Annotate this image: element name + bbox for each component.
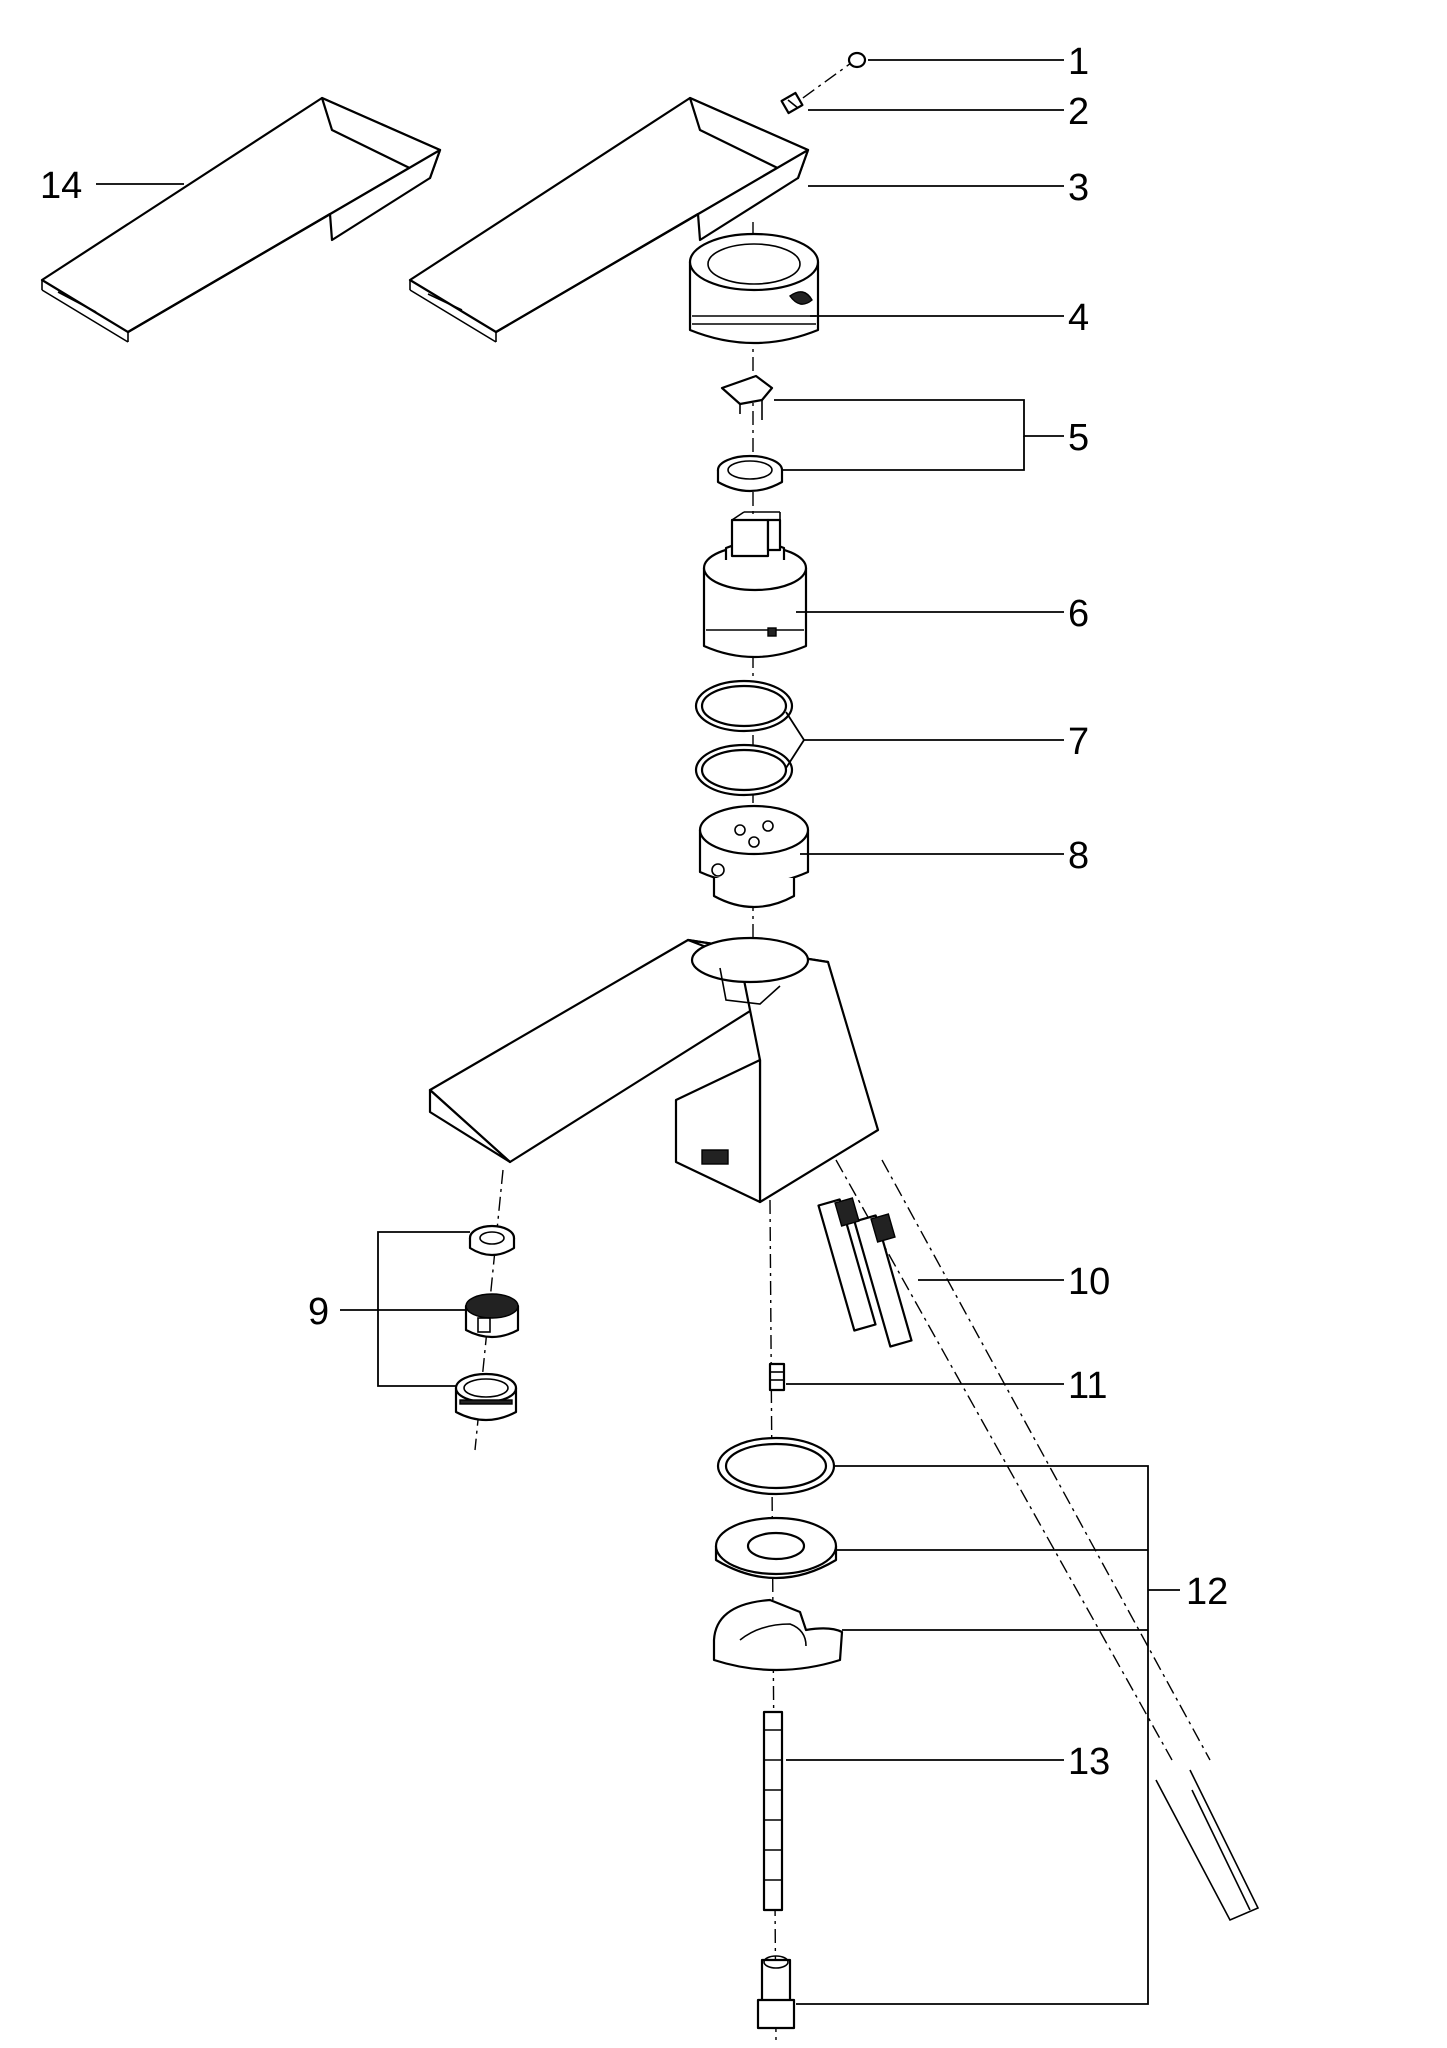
callout-9: 9 (308, 1291, 329, 1333)
part-4-cover-sleeve (688, 232, 820, 345)
part-7-o-rings (694, 679, 794, 797)
callout-5: 5 (1068, 417, 1089, 459)
part-12-mounting-set (712, 1436, 844, 1672)
mixer-body (428, 936, 880, 1204)
callout-11: 11 (1068, 1365, 1107, 1407)
part-3-lever-handle (408, 96, 810, 343)
callout-7: 7 (1068, 721, 1089, 763)
part-8-cartridge-base (698, 804, 810, 909)
part-9-aerator-set (454, 1224, 520, 1422)
part-13-threaded-rod (756, 1710, 796, 2030)
callout-14: 14 (40, 165, 82, 207)
callout-3: 3 (1068, 167, 1089, 209)
part-1-cap-screw (847, 51, 867, 69)
callout-2: 2 (1068, 91, 1089, 133)
callout-8: 8 (1068, 835, 1089, 877)
leader-lines (96, 59, 1180, 2005)
callout-10: 10 (1068, 1261, 1110, 1303)
part-11-set-screw (768, 1362, 786, 1392)
callout-6: 6 (1068, 593, 1089, 635)
callout-12: 12 (1186, 1571, 1228, 1613)
callout-labels: 1 2 3 4 5 6 7 8 9 10 11 12 13 14 (40, 41, 1228, 1783)
callout-13: 13 (1068, 1741, 1110, 1783)
part-6-cartridge (702, 511, 808, 659)
callout-1: 1 (1068, 41, 1089, 83)
part-14-lever-handle-alt (40, 96, 442, 343)
callout-4: 4 (1068, 297, 1089, 339)
part-10-flexible-hoses (817, 1197, 1260, 1922)
part-5-clip-and-ring (716, 374, 784, 492)
part-2-grub-screw (780, 91, 804, 115)
